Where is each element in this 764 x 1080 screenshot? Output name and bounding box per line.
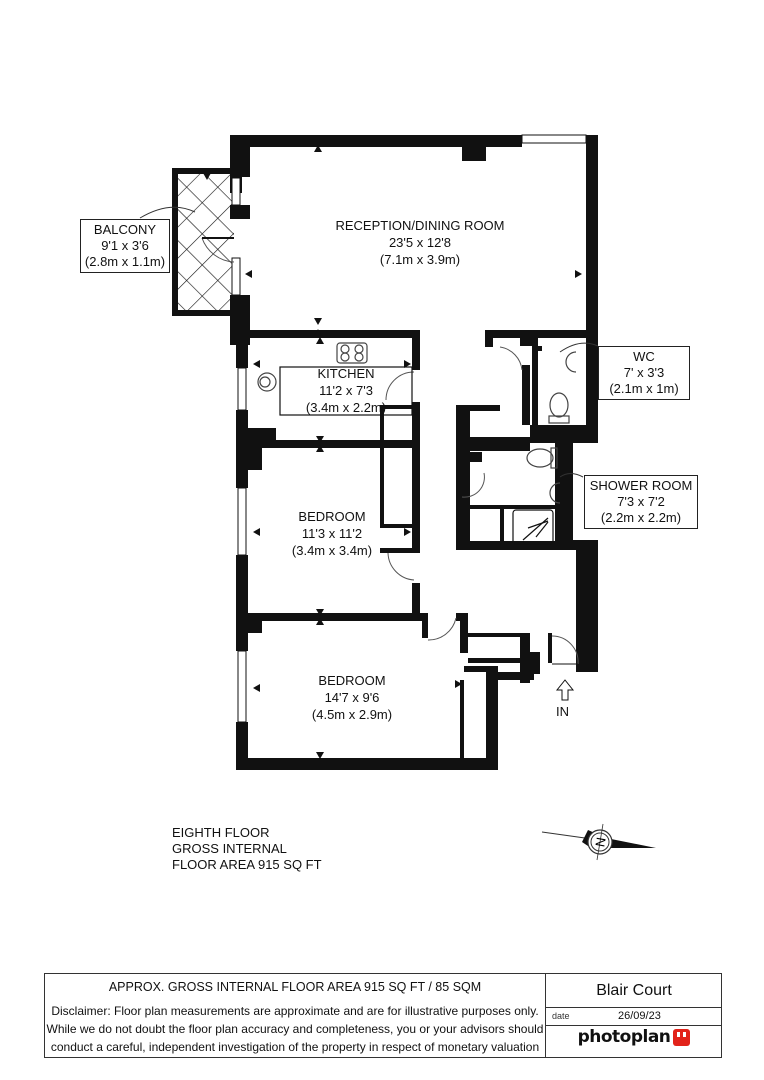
toilet-icon xyxy=(549,392,569,418)
callout-leaders xyxy=(139,206,599,478)
brand-wordmark: photoplan xyxy=(577,1027,671,1047)
fixtures xyxy=(257,342,577,545)
floor-area-value: FLOOR AREA 915 SQ FT xyxy=(172,857,322,872)
footer-info-section: Blair Court date 26/09/23 photoplan xyxy=(546,974,722,1057)
room-dimension-imperial: 11'3 x 11'2 xyxy=(301,526,363,541)
footer-panel: APPROX. GROSS INTERNAL FLOOR AREA 915 SQ… xyxy=(44,973,722,1058)
room-dimension-imperial: 7' x 3'3 xyxy=(623,365,665,380)
room-name: BALCONY xyxy=(93,222,157,237)
room-dimension-imperial: 14'7 x 9'6 xyxy=(324,690,380,705)
room-name: WC xyxy=(633,349,655,364)
room-dimension-metric: (2.8m x 1.1m) xyxy=(84,254,166,269)
compass-icon: N xyxy=(541,823,656,861)
room-dimension-metric: (2.1m x 1m) xyxy=(609,381,679,396)
room-dimension-imperial: 23'5 x 12'8 xyxy=(388,235,452,250)
disclaimer-text: Disclaimer: Floor plan measurements are … xyxy=(45,1002,545,1056)
disclaimer-line-3: conduct a careful, independent investiga… xyxy=(50,1040,540,1054)
room-dimension-metric: (3.4m x 2.2m) xyxy=(305,400,387,415)
doors xyxy=(201,237,579,665)
disclaimer-line-2: While we do not doubt the floor plan acc… xyxy=(46,1022,544,1036)
room-dimension-metric: (7.1m x 3.9m) xyxy=(379,252,461,267)
dimension-markers xyxy=(203,145,582,759)
date-label: date xyxy=(552,1011,570,1021)
windows xyxy=(231,134,587,723)
room-label-bedroom-2: BEDROOM 14'7 x 9'6 (4.5m x 2.9m) xyxy=(292,672,412,723)
room-label-reception: RECEPTION/DINING ROOM 23'5 x 12'8 (7.1m … xyxy=(310,217,530,268)
basin-icon xyxy=(565,351,577,373)
floor-plan: N xyxy=(139,134,656,861)
room-name: KITCHEN xyxy=(317,366,375,381)
photoplan-logo: photoplan xyxy=(546,1027,722,1057)
floor-area-label: GROSS INTERNAL xyxy=(172,841,287,856)
disclaimer-line-1: Disclaimer: Floor plan measurements are … xyxy=(51,1004,539,1018)
room-name: SHOWER ROOM xyxy=(589,478,693,493)
svg-text:N: N xyxy=(592,836,608,848)
date-row: date 26/09/23 xyxy=(546,1008,722,1026)
room-dimension-metric: (2.2m x 2.2m) xyxy=(600,510,682,525)
entrance-arrow-icon xyxy=(555,679,575,701)
room-dimension-imperial: 7'3 x 7'2 xyxy=(617,494,665,509)
hob-icon xyxy=(336,342,368,364)
property-name: Blair Court xyxy=(546,974,722,1008)
shower-tray-icon xyxy=(512,509,554,545)
room-dimension-imperial: 9'1 x 3'6 xyxy=(101,238,149,253)
toilet-icon xyxy=(526,448,554,468)
date-value: 26/09/23 xyxy=(618,1010,661,1022)
room-name: BEDROOM xyxy=(318,673,386,688)
room-dimension-metric: (4.5m x 2.9m) xyxy=(311,707,393,722)
callout-shower-room: SHOWER ROOM 7'3 x 7'2 (2.2m x 2.2m) xyxy=(584,475,698,529)
room-name: RECEPTION/DINING ROOM xyxy=(335,218,505,233)
room-name: BEDROOM xyxy=(298,509,366,524)
room-label-kitchen: KITCHEN 11'2 x 7'3 (3.4m x 2.2m) xyxy=(282,365,410,416)
callout-wc: WC 7' x 3'3 (2.1m x 1m) xyxy=(598,346,690,400)
callout-balcony: BALCONY 9'1 x 3'6 (2.8m x 1.1m) xyxy=(80,219,170,273)
room-label-bedroom-1: BEDROOM 11'3 x 11'2 (3.4m x 3.4m) xyxy=(272,508,392,559)
footer-disclaimer-section: APPROX. GROSS INTERNAL FLOOR AREA 915 SQ… xyxy=(45,974,546,1057)
balcony-area xyxy=(172,168,234,316)
entrance-label: IN xyxy=(556,704,569,719)
floor-info: EIGHTH FLOOR GROSS INTERNAL FLOOR AREA 9… xyxy=(172,825,322,873)
sink-icon xyxy=(257,372,277,392)
area-summary: APPROX. GROSS INTERNAL FLOOR AREA 915 SQ… xyxy=(108,980,482,994)
room-dimension-imperial: 11'2 x 7'3 xyxy=(319,383,373,398)
brand-mark-icon xyxy=(673,1028,691,1046)
floor-name: EIGHTH FLOOR xyxy=(172,825,270,840)
room-dimension-metric: (3.4m x 3.4m) xyxy=(291,543,373,558)
